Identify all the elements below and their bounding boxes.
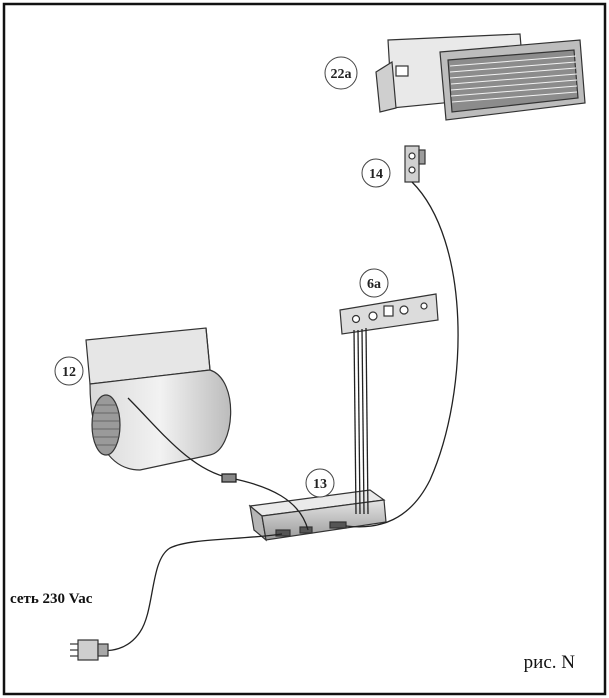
fan-blower (85, 327, 232, 471)
cables (95, 181, 459, 652)
svg-text:14: 14 (369, 167, 383, 182)
svg-text:22a: 22a (331, 67, 352, 82)
callout-22a: 22a (324, 56, 358, 90)
callout-14: 14 (361, 158, 391, 188)
mains-voltage-label: сеть 230 Vac (10, 591, 93, 607)
callout-12: 12 (54, 356, 84, 386)
control-box (248, 489, 387, 542)
callout-13: 13 (305, 468, 335, 498)
sensor-unit (404, 145, 426, 183)
control-panel (339, 293, 439, 335)
grille-assembly (375, 33, 586, 121)
callout-6a: 6a (359, 268, 389, 298)
svg-text:6a: 6a (367, 277, 381, 292)
svg-text:12: 12 (62, 365, 76, 380)
power-plug (70, 639, 109, 661)
figure-caption: рис. N (523, 652, 575, 673)
svg-text:13: 13 (313, 477, 327, 492)
